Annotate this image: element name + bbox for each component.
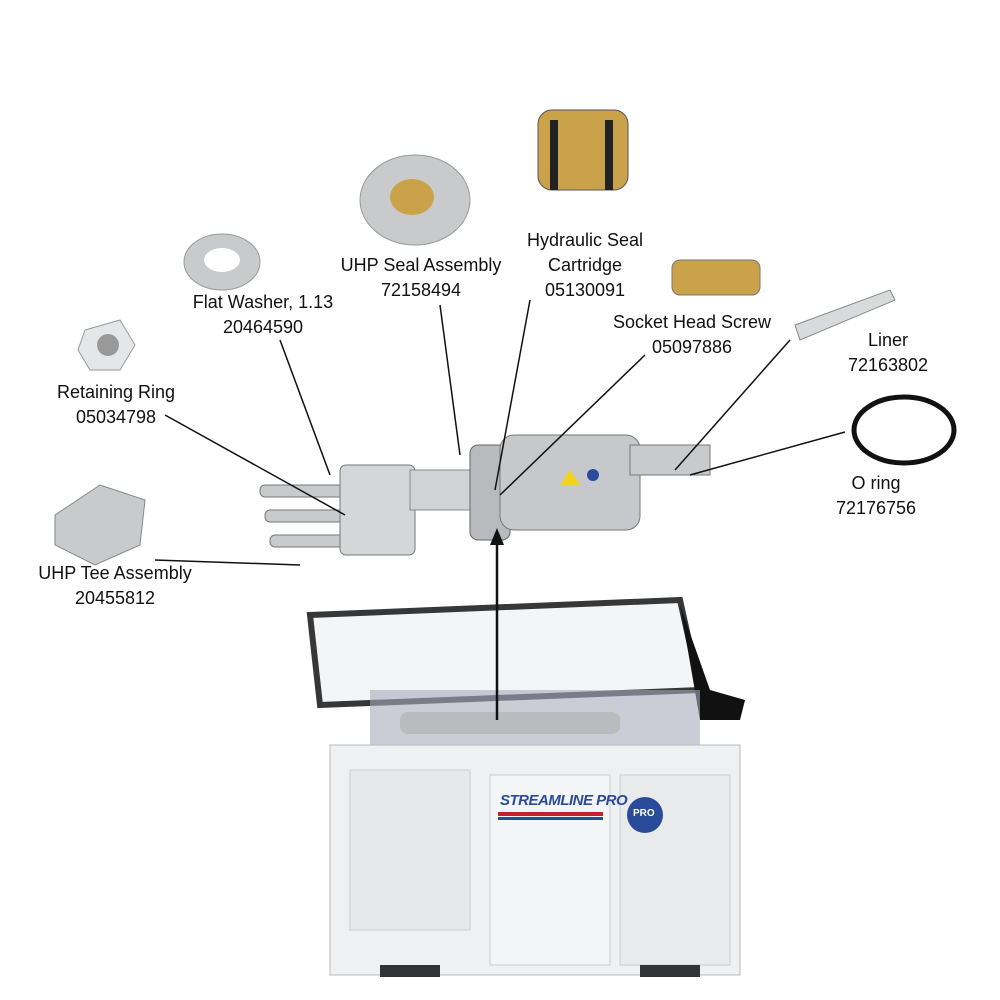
intensifier-pump <box>259 434 711 556</box>
arrow-head <box>490 528 504 545</box>
machine-brand-logo: STREAMLINE PRO <box>500 792 628 809</box>
part-images <box>54 109 957 566</box>
leader-lines <box>154 299 846 720</box>
pro-badge-text: PRO <box>633 808 655 819</box>
pro-badge <box>627 797 663 833</box>
waterjet-machine <box>306 596 745 977</box>
